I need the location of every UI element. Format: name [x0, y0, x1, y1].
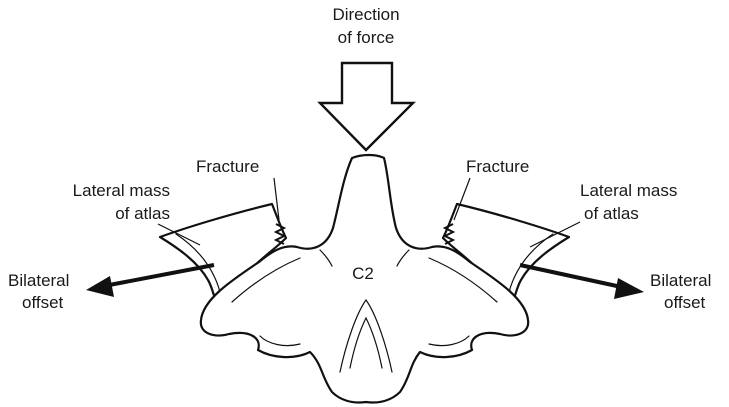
lateral-mass-right-label: Lateral mass of atlas — [580, 180, 677, 224]
c2-label: C2 — [352, 264, 374, 283]
lateral-mass-right-line1: Lateral mass — [580, 180, 677, 201]
fracture-left-label: Fracture — [196, 156, 259, 177]
bilateral-offset-left-line2: offset — [8, 292, 69, 313]
direction-of-force-line2: of force — [306, 27, 426, 48]
direction-of-force-line1: Direction — [306, 4, 426, 25]
offset-arrow-left-shaft — [104, 265, 214, 286]
fracture-right-text: Fracture — [466, 157, 529, 176]
bilateral-offset-left-line1: Bilateral — [8, 270, 69, 291]
offset-arrow-right-head — [614, 278, 644, 299]
offset-arrow-right-shaft — [520, 265, 626, 288]
lateral-mass-left-line2: of atlas — [30, 203, 170, 224]
bilateral-offset-left-label: Bilateral offset — [8, 270, 69, 313]
lateral-mass-left-label: Lateral mass of atlas — [30, 180, 170, 224]
bilateral-offset-right-line2: offset — [650, 292, 711, 313]
offset-arrow-left-head — [86, 276, 114, 297]
fracture-left-text: Fracture — [196, 157, 259, 176]
lateral-mass-left-line1: Lateral mass — [30, 180, 170, 201]
direction-of-force-label: Direction of force — [306, 4, 426, 48]
lateral-mass-right-line2: of atlas — [580, 203, 677, 224]
force-arrow — [320, 63, 413, 150]
fracture-right-label: Fracture — [466, 156, 529, 177]
bilateral-offset-right-label: Bilateral offset — [650, 270, 711, 313]
bilateral-offset-right-line1: Bilateral — [650, 270, 711, 291]
